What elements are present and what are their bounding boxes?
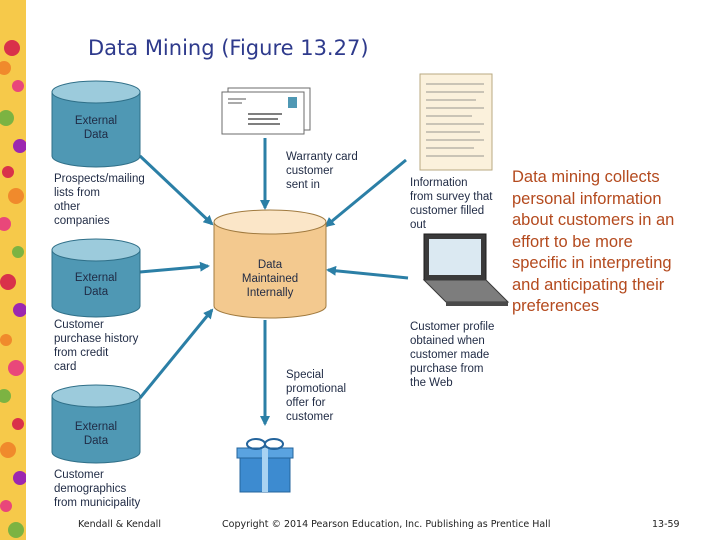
external-data-cylinder-3 — [51, 384, 141, 464]
external-data-cylinder-1 — [51, 80, 141, 168]
decorative-left-strip — [0, 0, 26, 540]
external-data-cylinder-2 — [51, 238, 141, 318]
data-mining-description: Data mining collects personal informatio… — [512, 168, 675, 315]
footer-page-number: 13-59 — [652, 519, 680, 530]
survey-form-icon — [419, 73, 493, 171]
arrow-ext2-to-center — [139, 261, 210, 274]
internal-data-cylinder — [213, 209, 327, 319]
arrow-laptop-to-center — [326, 265, 409, 280]
slide-title: Data Mining (Figure 13.27) — [88, 36, 369, 60]
gift-box-icon — [236, 438, 294, 493]
footer-authors: Kendall & Kendall — [78, 519, 161, 530]
arrow-survey-to-center — [324, 158, 407, 228]
laptop-icon — [422, 233, 510, 306]
arrow-ext3-to-center — [138, 308, 214, 399]
decorative-dots — [0, 40, 26, 538]
arrow-ext1-to-center — [138, 154, 214, 226]
footer-copyright: Copyright © 2014 Pearson Education, Inc.… — [222, 519, 551, 530]
warranty-card-icon — [221, 87, 311, 135]
